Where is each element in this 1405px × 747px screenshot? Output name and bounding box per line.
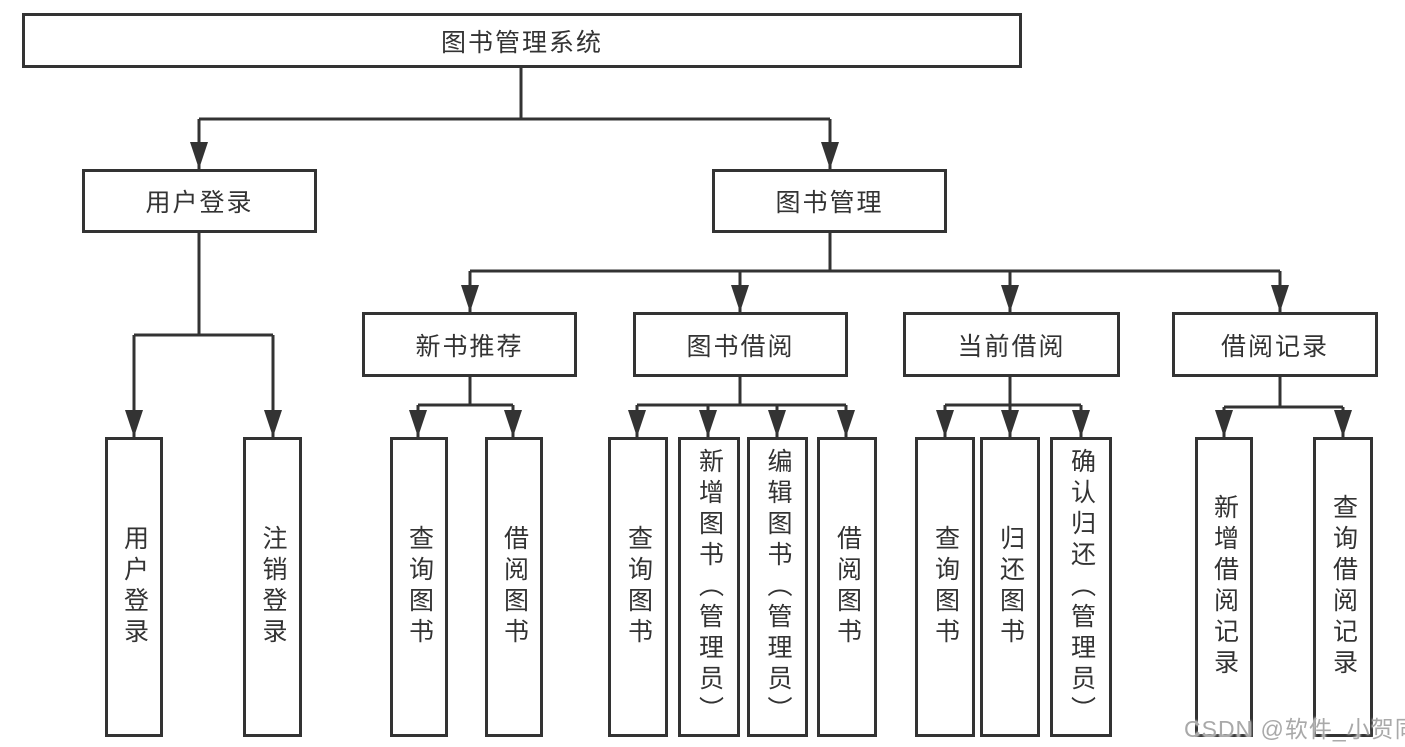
node-leaf-confirm-return-label: 确认归还（管理员） [1067, 447, 1096, 727]
node-user-login: 用户登录 [82, 169, 317, 233]
node-leaf-query-book-2-label: 查询图书 [624, 525, 653, 649]
node-leaf-return-book-label: 归还图书 [996, 525, 1025, 649]
node-leaf-borrow-book-1: 借阅图书 [485, 437, 543, 737]
node-user-login-label: 用户登录 [145, 189, 254, 217]
node-book-mgmt: 图书管理 [712, 169, 947, 233]
node-leaf-query-book-1-label: 查询图书 [405, 525, 434, 649]
node-leaf-add-book-label: 新增图书（管理员） [695, 447, 724, 727]
node-leaf-query-book-3-label: 查询图书 [931, 525, 960, 649]
connector-segments [132, 68, 1345, 437]
node-leaf-query-book-3: 查询图书 [915, 437, 975, 737]
node-leaf-edit-book-label: 编辑图书（管理员） [764, 447, 792, 727]
node-borrow-records-label: 借阅记录 [1220, 332, 1329, 361]
node-borrow-records: 借阅记录 [1172, 312, 1378, 377]
node-leaf-add-record: 新增借阅记录 [1195, 437, 1253, 737]
node-leaf-query-record-label: 查询借阅记录 [1329, 494, 1358, 680]
node-leaf-query-book-2: 查询图书 [608, 437, 668, 737]
node-current-borrow-label: 当前借阅 [957, 332, 1066, 361]
node-book-borrow-label: 图书借阅 [686, 332, 795, 361]
node-leaf-query-book-1: 查询图书 [390, 437, 448, 737]
node-root: 图书管理系统 [22, 13, 1022, 68]
node-leaf-query-record: 查询借阅记录 [1313, 437, 1373, 737]
node-current-borrow: 当前借阅 [903, 312, 1120, 377]
node-new-book-rec-label: 新书推荐 [415, 332, 524, 361]
node-book-borrow: 图书借阅 [633, 312, 848, 377]
node-root-label: 图书管理系统 [440, 28, 603, 57]
node-leaf-logout-label: 注销登录 [259, 525, 287, 649]
node-leaf-borrow-book-2: 借阅图书 [817, 437, 877, 737]
arrowheads [125, 142, 1352, 437]
node-leaf-add-book: 新增图书（管理员） [678, 437, 740, 737]
node-leaf-borrow-book-2-label: 借阅图书 [833, 525, 862, 649]
node-leaf-add-record-label: 新增借阅记录 [1210, 494, 1239, 680]
node-leaf-return-book: 归还图书 [980, 437, 1040, 737]
node-leaf-logout: 注销登录 [243, 437, 302, 737]
node-leaf-user-login-label: 用户登录 [120, 525, 149, 649]
node-leaf-edit-book: 编辑图书（管理员） [747, 437, 808, 737]
node-leaf-borrow-book-1-label: 借阅图书 [500, 525, 529, 649]
node-leaf-user-login: 用户登录 [105, 437, 163, 737]
node-leaf-confirm-return: 确认归还（管理员） [1050, 437, 1112, 737]
csdn-watermark: CSDN @软件_小贺同学 [1184, 716, 1405, 742]
node-new-book-rec: 新书推荐 [362, 312, 577, 377]
node-book-mgmt-label: 图书管理 [775, 189, 884, 217]
